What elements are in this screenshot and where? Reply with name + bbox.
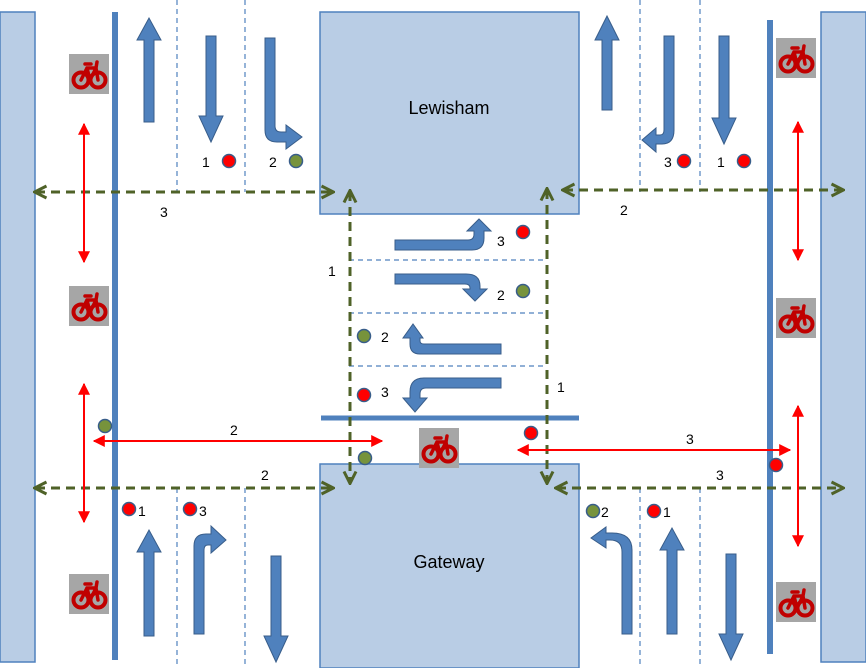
arrow-up-icon	[594, 14, 620, 111]
phase-label: 1	[663, 504, 671, 520]
bicycle-marking-icon	[67, 52, 111, 96]
bicycle-marking-icon	[417, 426, 461, 470]
arrow-right-turn-down-icon	[394, 273, 489, 302]
phase-label: 1	[328, 263, 336, 279]
signal-red-icon	[676, 153, 692, 169]
phase-label: 1	[717, 154, 725, 170]
arrow-down-icon	[198, 35, 224, 144]
bicycle-marking-icon	[774, 36, 818, 80]
bicycle-marking-icon	[67, 572, 111, 616]
gateway-label: Gateway	[413, 552, 484, 572]
signal-green-icon	[97, 418, 113, 434]
arrow-left-turn-down-icon	[401, 377, 502, 413]
phase-label: 1	[202, 154, 210, 170]
phase-label: 3	[160, 204, 168, 220]
phase-label: 1	[138, 503, 146, 519]
phase-label: 2	[620, 202, 628, 218]
phase-label: 3	[381, 384, 389, 400]
bicycle-marking-icon	[774, 296, 818, 340]
arrow-up-icon	[136, 16, 162, 123]
cyclist-crossings	[78, 120, 804, 548]
arrow-up-turn-left-icon	[590, 526, 633, 635]
phase-label: 2	[497, 287, 505, 303]
phase-label: 2	[381, 329, 389, 345]
signal-red-icon	[768, 457, 784, 473]
signal-green-icon	[357, 450, 373, 466]
lane-dividers	[176, 0, 701, 668]
arrow-down-turn-right-icon	[264, 37, 303, 150]
signal-red-icon	[356, 387, 372, 403]
arrow-down-icon	[263, 555, 289, 664]
signals	[97, 153, 784, 519]
arrow-left-turn-up-icon	[402, 323, 502, 355]
phase-label: 2	[269, 154, 277, 170]
gateway-block	[319, 463, 580, 668]
vehicle-arrows	[136, 14, 744, 664]
signal-red-icon	[646, 503, 662, 519]
phase-label: 3	[686, 431, 694, 447]
signal-red-icon	[736, 153, 752, 169]
signal-green-icon	[585, 503, 601, 519]
arrow-up-icon	[659, 526, 685, 635]
arrow-up-turn-right-icon	[193, 524, 227, 635]
arrow-down-icon	[718, 553, 744, 662]
signal-green-icon	[515, 283, 531, 299]
bicycle-marking-icon	[67, 284, 111, 328]
arrow-up-icon	[136, 528, 162, 637]
arrow-down-turn-left-icon	[641, 35, 675, 154]
bicycle-marking-icon	[774, 580, 818, 624]
phase-label: 1	[557, 379, 565, 395]
phase-label: 2	[261, 467, 269, 483]
lewisham-label: Lewisham	[408, 98, 489, 118]
signal-red-icon	[182, 501, 198, 517]
phase-label: 2	[230, 422, 238, 438]
signal-green-icon	[356, 328, 372, 344]
west-building	[0, 11, 36, 663]
phase-label: 2	[601, 504, 609, 520]
signal-red-icon	[221, 153, 237, 169]
arrow-right-turn-up-icon	[394, 218, 493, 251]
phase-labels: 1 2 3 1 3 2 3 1 2 2 1 3 2 3 2 3 1 3 2 1	[138, 154, 725, 520]
arrow-down-icon	[711, 35, 737, 146]
signal-red-icon	[515, 224, 531, 240]
lewisham-block	[319, 11, 580, 215]
phase-label: 3	[497, 233, 505, 249]
signal-green-icon	[288, 153, 304, 169]
phase-label: 3	[716, 467, 724, 483]
phase-label: 3	[199, 503, 207, 519]
signal-red-icon	[523, 425, 539, 441]
phase-label: 3	[664, 154, 672, 170]
east-building	[820, 11, 866, 663]
signal-red-icon	[121, 501, 137, 517]
